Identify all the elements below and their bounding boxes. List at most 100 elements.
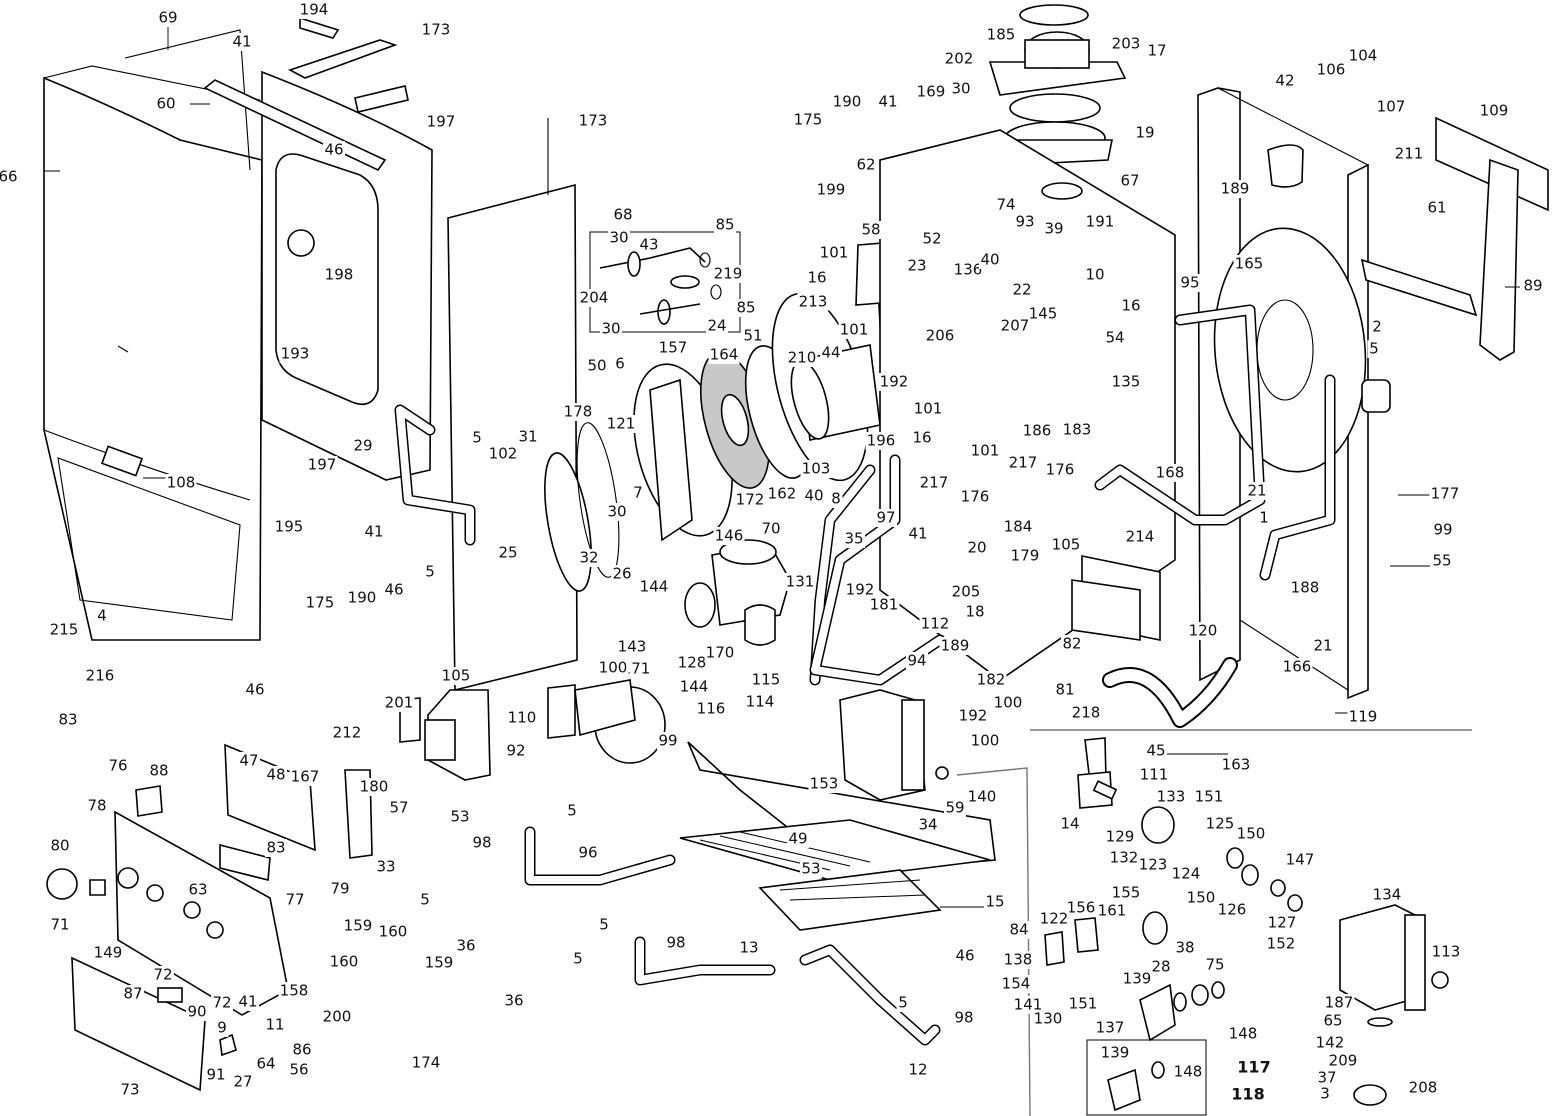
part-callout-92: 92 [506, 742, 525, 760]
callout-background [665, 934, 687, 952]
callout-background [577, 844, 599, 862]
part-callout-41: 41 [232, 33, 251, 51]
callout-background [815, 181, 847, 199]
callout-background [921, 230, 943, 248]
callout-background [231, 33, 253, 51]
part-callout-162: 162 [768, 485, 797, 503]
callout-background [346, 589, 378, 607]
callout-background [119, 1081, 141, 1099]
part-callout-101: 101 [971, 442, 1000, 460]
callout-background [425, 113, 457, 131]
part-callout-149: 149 [94, 944, 123, 962]
part-callout-148: 148 [1174, 1063, 1203, 1081]
part-callout-60: 60 [156, 95, 175, 113]
part-callout-129: 129 [1106, 828, 1135, 846]
callout-background [950, 80, 972, 98]
callout-background [1108, 849, 1140, 867]
part-callout-136: 136 [954, 261, 983, 279]
callout-background [844, 581, 876, 599]
callout-background [613, 355, 627, 373]
electrode-kit-box [589, 231, 741, 333]
part-callout-191: 191 [1086, 213, 1115, 231]
callout-background [1431, 552, 1453, 570]
callout-background [959, 488, 991, 506]
water-pipes [394, 304, 1336, 1046]
callout-background [1315, 61, 1347, 79]
callout-background [1134, 124, 1156, 142]
part-callout-29: 29 [353, 437, 372, 455]
part-callout-24: 24 [707, 317, 726, 335]
callout-background [1011, 281, 1033, 299]
part-callout-180: 180 [360, 778, 389, 796]
callout-background [1281, 658, 1313, 676]
callout-background [831, 93, 863, 111]
callout-background [1014, 213, 1036, 231]
part-callout-128: 128 [678, 654, 707, 672]
part-callout-30: 30 [609, 229, 628, 247]
part-callout-197: 197 [427, 113, 456, 131]
part-callout-71: 71 [50, 916, 69, 934]
callout-background [383, 694, 415, 712]
part-callout-2: 2 [1372, 318, 1382, 336]
part-callout-102: 102 [489, 445, 518, 463]
part-callout-190: 190 [833, 93, 862, 111]
part-callout-211: 211 [1395, 145, 1424, 163]
callout-background [48, 621, 80, 639]
callout-background [122, 985, 144, 1003]
part-callout-169: 169 [917, 83, 946, 101]
part-callout-34: 34 [918, 816, 937, 834]
part-callout-1: 1 [1259, 509, 1269, 527]
part-callout-203: 203 [1112, 35, 1141, 53]
callout-background [906, 652, 928, 670]
part-callout-39: 39 [1044, 220, 1063, 238]
callout-background [455, 937, 477, 955]
part-callout-135: 135 [1112, 373, 1141, 391]
callout-background [304, 594, 336, 612]
callout-background [860, 221, 882, 239]
callout-background [1043, 220, 1065, 238]
part-callout-173: 173 [422, 21, 451, 39]
part-callout-210: 210 [788, 349, 817, 367]
part-callout-134: 134 [1373, 886, 1402, 904]
callout-background [924, 327, 956, 345]
part-callout-99: 99 [658, 732, 677, 750]
callout-background [1375, 98, 1407, 116]
callout-background [868, 596, 900, 614]
callout-background [1393, 145, 1425, 163]
callout-background [712, 265, 744, 283]
part-callout-48: 48 [266, 766, 285, 784]
callout-background [600, 320, 622, 338]
callout-background [1246, 482, 1268, 500]
part-callout-182: 182 [977, 671, 1006, 689]
part-callout-192: 192 [880, 373, 909, 391]
part-callout-4: 4 [97, 607, 107, 625]
callout-background [328, 953, 360, 971]
callout-background [1407, 1079, 1439, 1097]
part-callout-215: 215 [50, 621, 79, 639]
callout-background [907, 1061, 929, 1079]
part-callout-133: 133 [1157, 788, 1186, 806]
part-callout-41: 41 [878, 93, 897, 111]
part-callout-190: 190 [348, 589, 377, 607]
part-callout-14: 14 [1060, 815, 1079, 833]
callout-background [1185, 889, 1217, 907]
part-callout-98: 98 [472, 834, 491, 852]
callout-background [1009, 547, 1041, 565]
callout-background [638, 236, 660, 254]
part-callout-170: 170 [706, 644, 735, 662]
callout-background [84, 667, 116, 685]
part-callout-185: 185 [987, 26, 1016, 44]
callout-background [352, 437, 374, 455]
callout-background [907, 525, 929, 543]
callout-background [264, 1016, 286, 1034]
callout-background [612, 206, 634, 224]
part-callout-11: 11 [265, 1016, 284, 1034]
part-callout-137: 137 [1096, 1019, 1125, 1037]
callout-background [1002, 951, 1034, 969]
part-callout-132: 132 [1110, 849, 1139, 867]
callout-background [289, 768, 321, 786]
part-callout-120: 120 [1189, 622, 1218, 640]
part-callout-54: 54 [1105, 329, 1124, 347]
callout-background [964, 603, 986, 621]
part-callout-108: 108 [167, 474, 196, 492]
